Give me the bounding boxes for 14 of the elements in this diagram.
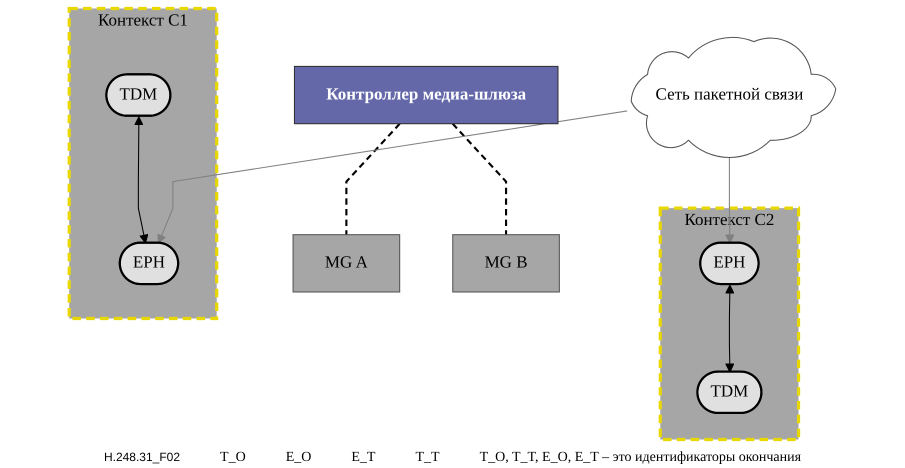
node-box: MG B bbox=[452, 234, 560, 293]
termination-id: E_T bbox=[351, 450, 376, 466]
termination-id: T_T bbox=[415, 450, 440, 466]
connector bbox=[345, 122, 401, 235]
figure-reference: H.248.31_F02 bbox=[104, 450, 180, 466]
arrow bbox=[134, 116, 148, 244]
termination-id: T_O bbox=[220, 450, 246, 466]
node-box: MG A bbox=[292, 234, 400, 293]
termination-id: E_O bbox=[286, 450, 312, 466]
node-box: Контроллер медиа-шлюза bbox=[294, 66, 558, 124]
connector bbox=[452, 122, 508, 235]
note-text: T_O, T_T, E_O, E_T – это идентификаторы окончания bbox=[480, 450, 802, 466]
arrow bbox=[725, 284, 734, 373]
arrow bbox=[157, 110, 628, 244]
